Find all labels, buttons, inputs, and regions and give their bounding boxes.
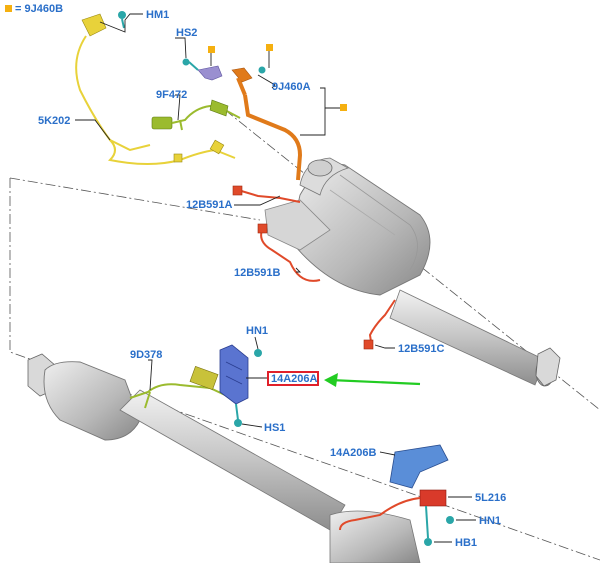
sensor-5l216 (339, 489, 447, 531)
label-5k202: 5K202 (38, 115, 70, 127)
oxygen-sensor-12b591a (232, 185, 301, 203)
highlight-box-14a206a (267, 371, 319, 386)
label-12b591c: 12B591C (398, 343, 445, 355)
orange-square-icon (5, 5, 12, 12)
bracket-14a206b (389, 444, 449, 489)
bolt-9j460a (258, 66, 266, 74)
orange-square-icon (208, 46, 215, 53)
oxygen-sensor-12b591b (257, 223, 321, 282)
orange-square-icon (266, 44, 273, 51)
nut-hn1-mid (254, 349, 262, 357)
upper-catalytic-converter (264, 157, 561, 387)
bolt-hs2 (182, 58, 190, 66)
label-14a206b: 14A206B (330, 447, 377, 459)
purple-bracket (197, 65, 223, 81)
legend-text: = 9J460B (15, 3, 63, 15)
label-14a206a: 14A206A (271, 373, 318, 385)
label-12b591b: 12B591B (234, 267, 281, 279)
bracket-14a206a (219, 344, 249, 405)
green-harness-9f472 (151, 99, 241, 131)
green-arrow-icon (324, 373, 421, 387)
label-hm1-top: HM1 (146, 9, 169, 21)
label-9j460a: 9J460A (272, 81, 311, 93)
nut-hn1-bottom (446, 516, 454, 524)
assembly-boundary-line (9, 177, 261, 221)
assembly-boundary-line (9, 178, 600, 561)
label-9f472: 9F472 (156, 89, 187, 101)
label-5l216: 5L216 (475, 492, 506, 504)
label-hn1-mid: HN1 (246, 325, 268, 337)
yellow-harness-5k202 (75, 13, 236, 165)
orange-tube-9j460a (231, 67, 303, 181)
clip-hm1 (118, 11, 126, 19)
lower-catalytic-converter (27, 353, 421, 563)
oxygen-sensor-12b591c (363, 299, 396, 350)
green-harness-9d378 (129, 365, 239, 409)
label-hs2: HS2 (176, 27, 197, 39)
bolt-hb1 (424, 538, 432, 546)
bolt-hs1 (234, 419, 242, 427)
label-hs1: HS1 (264, 422, 285, 434)
label-hn1-bottom: HN1 (479, 515, 501, 527)
orange-square-icon (340, 104, 347, 111)
label-9d378: 9D378 (130, 349, 162, 361)
label-12b591a: 12B591A (186, 199, 233, 211)
label-hb1: HB1 (455, 537, 477, 549)
